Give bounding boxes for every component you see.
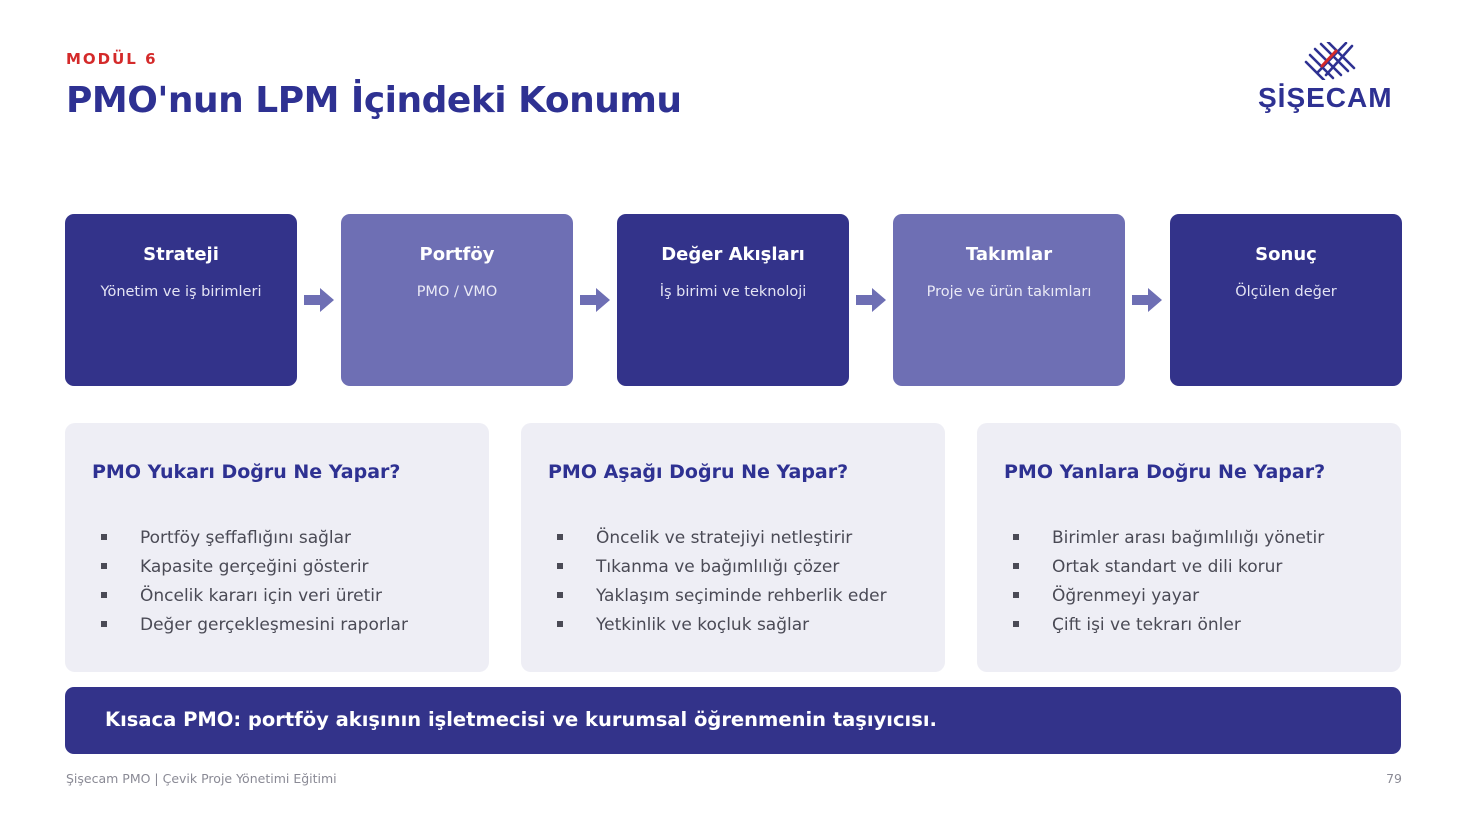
flow-step-subtitle: Proje ve ürün takımları: [926, 284, 1092, 300]
list-item-text: Yetkinlik ve koçluk sağlar: [596, 615, 810, 635]
list-item-text: Değer gerçekleşmesini raporlar: [140, 615, 408, 635]
flow-step-subtitle: Ölçülen değer: [1235, 284, 1337, 300]
list-item-text: Öğrenmeyi yayar: [1052, 586, 1200, 606]
flow-step-title: Portföy: [419, 244, 495, 265]
footer-text: Şişecam PMO | Çevik Proje Yönetimi Eğiti…: [66, 771, 337, 786]
flow-step-strateji: Strateji Yönetim ve iş birimleri: [65, 214, 297, 386]
flow-step-subtitle: İş birimi ve teknoloji: [659, 284, 807, 300]
list-item: Tıkanma ve bağımlılığı çözer: [557, 554, 887, 583]
bullet-icon: [1013, 534, 1019, 540]
flow-step-deger-akislari: Değer Akışları İş birimi ve teknoloji: [617, 214, 849, 386]
list-item: Birimler arası bağımlılığı yönetir: [1013, 525, 1324, 554]
bullet-icon: [101, 563, 107, 569]
card-upward: PMO Yukarı Doğru Ne Yapar? Portföy şeffa…: [65, 423, 489, 672]
flow-step-title: Strateji: [143, 244, 219, 265]
logo-text: ŞİŞECAM: [1258, 82, 1393, 113]
arrow-right-icon: [856, 288, 886, 312]
list-item-text: Tıkanma ve bağımlılığı çözer: [596, 557, 840, 577]
card-downward: PMO Aşağı Doğru Ne Yapar? Öncelik ve str…: [521, 423, 945, 672]
page-number: 79: [1386, 771, 1402, 786]
list-item-text: Birimler arası bağımlılığı yönetir: [1052, 528, 1325, 548]
list-item: Ortak standart ve dili korur: [1013, 554, 1324, 583]
module-label: MODÜL 6: [66, 50, 158, 68]
list-item: Değer gerçekleşmesini raporlar: [101, 612, 408, 641]
bullet-icon: [1013, 563, 1019, 569]
lpm-flow: Strateji Yönetim ve iş birimleri Portföy…: [65, 214, 1402, 386]
bullet-icon: [101, 534, 107, 540]
card-list: Öncelik ve stratejiyi netleştirir Tıkanm…: [557, 525, 887, 641]
logo-mark-icon: [1304, 42, 1356, 80]
list-item: Çift işi ve tekrarı önler: [1013, 612, 1324, 641]
list-item-text: Öncelik kararı için veri üretir: [140, 586, 382, 606]
bullet-icon: [557, 592, 563, 598]
list-item-text: Ortak standart ve dili korur: [1052, 557, 1283, 577]
bullet-icon: [101, 592, 107, 598]
list-item-text: Kapasite gerçeğini gösterir: [140, 557, 369, 577]
card-list: Birimler arası bağımlılığı yönetir Ortak…: [1013, 525, 1324, 641]
card-title: PMO Aşağı Doğru Ne Yapar?: [548, 461, 849, 483]
list-item: Öğrenmeyi yayar: [1013, 583, 1324, 612]
list-item: Kapasite gerçeğini gösterir: [101, 554, 408, 583]
bullet-icon: [557, 563, 563, 569]
bullet-icon: [557, 621, 563, 627]
card-sideways: PMO Yanlara Doğru Ne Yapar? Birimler ara…: [977, 423, 1401, 672]
flow-step-title: Takımlar: [965, 244, 1053, 265]
list-item: Yaklaşım seçiminde rehberlik eder: [557, 583, 887, 612]
arrow-right-icon: [580, 288, 610, 312]
list-item-text: Portföy şeffaflığını sağlar: [140, 528, 352, 548]
list-item: Yetkinlik ve koçluk sağlar: [557, 612, 887, 641]
bullet-icon: [101, 621, 107, 627]
list-item-text: Yaklaşım seçiminde rehberlik eder: [596, 586, 887, 606]
flow-step-takimlar: Takımlar Proje ve ürün takımları: [893, 214, 1125, 386]
list-item: Öncelik kararı için veri üretir: [101, 583, 408, 612]
sisecam-logo: ŞİŞECAM: [1258, 42, 1404, 114]
flow-step-subtitle: PMO / VMO: [416, 284, 498, 300]
bullet-icon: [1013, 592, 1019, 598]
flow-step-portfoy: Portföy PMO / VMO: [341, 214, 573, 386]
bullet-icon: [1013, 621, 1019, 627]
flow-step-subtitle: Yönetim ve iş birimleri: [100, 284, 262, 300]
summary-banner: Kısaca PMO: portföy akışının işletmecisi…: [65, 687, 1401, 754]
list-item: Öncelik ve stratejiyi netleştirir: [557, 525, 887, 554]
card-title: PMO Yanlara Doğru Ne Yapar?: [1004, 461, 1326, 483]
page-title: PMO'nun LPM İçindeki Konumu: [66, 80, 682, 121]
flow-step-sonuc: Sonuç Ölçülen değer: [1170, 214, 1402, 386]
arrow-right-icon: [1132, 288, 1162, 312]
flow-step-title: Sonuç: [1255, 244, 1317, 265]
list-item-text: Çift işi ve tekrarı önler: [1052, 615, 1241, 635]
card-list: Portföy şeffaflığını sağlar Kapasite ger…: [101, 525, 408, 641]
bullet-icon: [557, 534, 563, 540]
arrow-right-icon: [304, 288, 334, 312]
summary-text: Kısaca PMO: portföy akışının işletmecisi…: [105, 708, 937, 731]
list-item-text: Öncelik ve stratejiyi netleştirir: [596, 528, 853, 548]
card-title: PMO Yukarı Doğru Ne Yapar?: [92, 461, 401, 483]
list-item: Portföy şeffaflığını sağlar: [101, 525, 408, 554]
flow-step-title: Değer Akışları: [661, 244, 805, 265]
